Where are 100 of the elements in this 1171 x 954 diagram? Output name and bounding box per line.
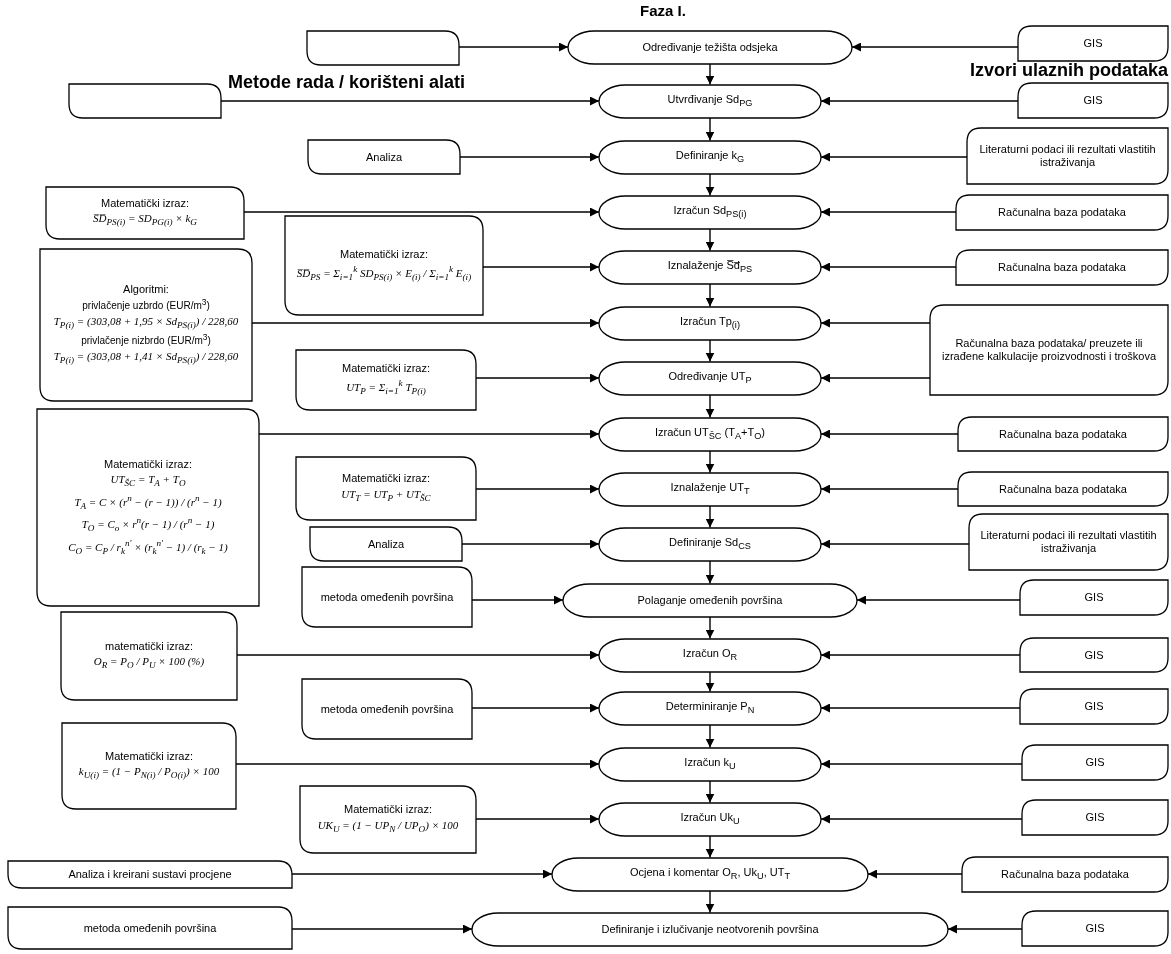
method-box xyxy=(302,567,472,627)
node-label: Izračun O$_{R}$ xyxy=(682,647,738,663)
node-label: Analiza i kreirani sustavi procjene xyxy=(68,868,232,881)
node-label: Računalna baza podataka xyxy=(998,206,1126,219)
formula: T$_{O}$ = C$_{o}$ × r$^{n}$(r − 1) / (r$^{n}$ − 1) xyxy=(81,515,215,534)
node-label: Algoritmi: xyxy=(123,283,169,296)
method-box xyxy=(37,409,259,606)
arrow xyxy=(851,42,1019,52)
node-label: Računalna baza podataka/ preuzete ili izrađene kalkulacije proizvodnosti i troškova xyxy=(941,337,1157,363)
node-label: Literaturni podaci ili rezultati vlastitih istraživanja xyxy=(979,529,1158,555)
node-label: Definiranje k$_{G}$ xyxy=(675,149,745,165)
section-heading: Metode rada / korišteni alati xyxy=(228,72,466,93)
arrow xyxy=(705,449,715,474)
source-box xyxy=(1020,689,1168,724)
arrow xyxy=(705,282,715,308)
process-stadium xyxy=(563,583,857,617)
source-box xyxy=(1022,911,1168,946)
formula: T$_{A}$ = C × (r$^{n}$ − (r − 1)) / (r$^{n}$ − 1) xyxy=(74,493,222,512)
node-label: Definiranje i izlučivanje neotvorenih površina xyxy=(601,922,819,936)
method-box xyxy=(69,84,221,118)
node-label: Računalna baza podataka xyxy=(998,261,1126,274)
node-label: Analiza xyxy=(367,537,405,551)
node-label: Matematički izraz: xyxy=(101,196,189,210)
node-label: metoda omeđenih površina xyxy=(320,702,454,716)
arrow xyxy=(820,429,959,439)
node-label: GIS xyxy=(1084,591,1104,604)
process-stadium xyxy=(552,857,868,891)
process-stadium xyxy=(599,306,821,340)
process-stadium xyxy=(599,361,821,395)
source-box xyxy=(956,195,1168,230)
node-label: GIS xyxy=(1085,811,1105,824)
process-stadium xyxy=(599,417,821,451)
method-box xyxy=(308,140,460,174)
arrow xyxy=(705,393,715,419)
source-box xyxy=(958,472,1168,506)
method-box xyxy=(40,249,252,401)
arrow xyxy=(820,373,931,383)
arrow xyxy=(856,595,1021,605)
process-stadium xyxy=(568,30,852,64)
formula: T$_{P(i)}$ = (303,08 + 1,41 × Sd$_{PS(i)}$) / 228,60 xyxy=(53,350,239,366)
process-stadium xyxy=(599,140,821,174)
arrow xyxy=(947,924,1023,934)
method-box xyxy=(310,527,462,561)
source-box xyxy=(958,417,1168,451)
node-label: GIS xyxy=(1085,922,1105,935)
method-box xyxy=(8,907,292,949)
node-label: matematički izraz: xyxy=(105,639,193,653)
source-box xyxy=(1018,83,1168,118)
arrow xyxy=(705,338,715,363)
arrow xyxy=(820,650,1021,660)
source-box xyxy=(1020,580,1168,615)
arrow xyxy=(820,207,957,217)
node-label: Polaganje omeđenih površina xyxy=(637,593,783,607)
method-box xyxy=(300,786,476,853)
arrow xyxy=(820,539,970,549)
process-stadium xyxy=(472,912,948,946)
node-label: Literaturni podaci ili rezultati vlastitih istraživanja xyxy=(978,143,1157,169)
node-label: GIS xyxy=(1083,37,1103,50)
formula: UT$_{ŠC}$ = T$_{A}$ + T$_{O}$ xyxy=(110,473,186,490)
formula: S̅D̅$_{PS(i)}$ = SD$_{PG(i)}$ × k$_{G}$ xyxy=(93,212,197,229)
process-stadium xyxy=(599,250,821,284)
source-box xyxy=(1020,638,1168,672)
node-label: GIS xyxy=(1085,756,1105,769)
node-label: Određivanje težišta odsjeka xyxy=(642,40,778,54)
node-label: privlačenje nizbrdo (EUR/m$^{3}$) xyxy=(81,333,211,348)
formula: T$_{P(i)}$ = (303,08 + 1,95 × Sd$_{PS(i)}$) / 228,60 xyxy=(53,314,239,331)
arrow xyxy=(820,814,1023,824)
node-label: GIS xyxy=(1084,700,1104,713)
section-heading: Izvori ulaznih podataka xyxy=(969,60,1168,81)
node-label: Izračun k$_{U}$ xyxy=(684,756,736,772)
arrow xyxy=(820,759,1023,769)
arrow xyxy=(820,152,968,162)
node-label: Iznalaženje S̅d̅$_{PS}$ xyxy=(667,259,753,275)
formula: UT$_{P}$ = Σ$_{i=1}$$^{k}$ T$_{P(i)}$ xyxy=(346,378,426,397)
source-box xyxy=(962,857,1168,892)
arrow xyxy=(705,559,715,585)
node-label: Izračun UT$_{ŠC}$ (T$_{A}$+T$_{O}$) xyxy=(654,426,765,442)
node-label: Ocjena i komentar O$_{R}$, Uk$_{U}$, UT$_{T}$ xyxy=(629,866,791,882)
node-label: Izračun Sd$_{PS(i)}$ xyxy=(673,204,747,220)
process-stadium xyxy=(599,527,821,561)
method-box xyxy=(307,31,459,65)
node-label: GIS xyxy=(1084,648,1104,662)
arrow xyxy=(820,96,1019,106)
source-box xyxy=(1022,800,1168,835)
process-stadium xyxy=(599,84,821,118)
process-stadium xyxy=(599,195,821,229)
source-box xyxy=(969,514,1168,570)
arrow xyxy=(820,484,959,494)
formula: O$_{R}$ = P$_{O}$ / P$_{U}$ × 100 (%) xyxy=(93,655,205,672)
arrow xyxy=(705,504,715,529)
process-stadium xyxy=(599,691,821,725)
source-box xyxy=(1022,745,1168,780)
node-label: GIS xyxy=(1083,94,1103,107)
node-label: Matematički izraz: xyxy=(342,362,430,376)
formula: UK$_{U}$ = (1 − UP$_{N}$ / UP$_{O}$) × 100 xyxy=(317,818,459,835)
node-label: Izračun Tp$_{(i)}$ xyxy=(680,315,740,331)
node-label: Matematički izraz: xyxy=(340,248,428,261)
title: Faza I. xyxy=(640,2,686,19)
method-box xyxy=(285,216,483,315)
arrow xyxy=(705,172,715,197)
